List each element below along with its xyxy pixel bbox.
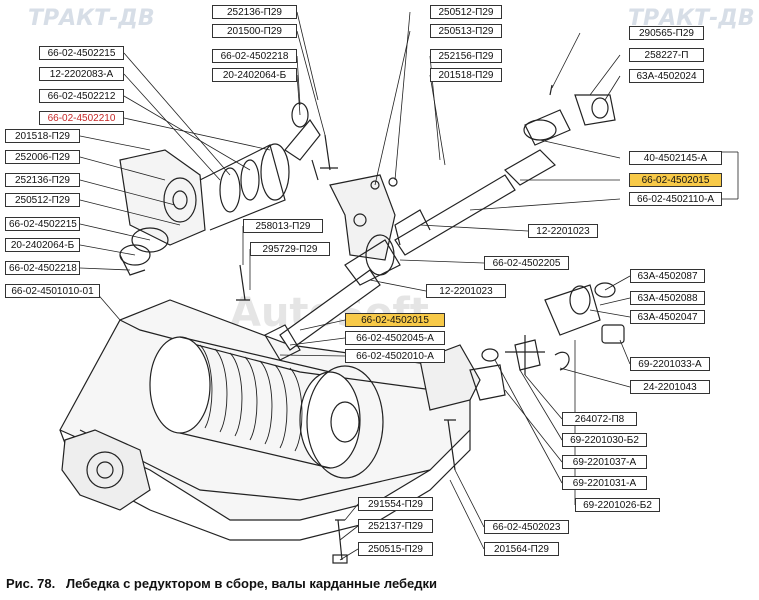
figure-caption: Рис. 78. Лебедка с редуктором в сборе, в…: [6, 576, 437, 591]
callout-201564-p29: 201564-П29: [484, 542, 559, 556]
callout-66-02-4501010-01: 66-02-4501010-01: [5, 284, 100, 298]
callout-264072-p8: 264072-П8: [562, 412, 637, 426]
callout-66-02-4502110-a: 66-02-4502110-А: [629, 192, 722, 206]
callout-69-2201031-a: 69-2201031-А: [562, 476, 647, 490]
callout-66-02-4502218-left: 66-02-4502218: [5, 261, 80, 275]
callout-250515-p29: 250515-П29: [358, 542, 433, 556]
drawing-parts: [59, 84, 625, 564]
callout-250512-p29-top: 250512-П29: [430, 5, 502, 19]
callout-66-02-4502218-top: 66-02-4502218: [212, 49, 297, 63]
callout-252156-p29: 252156-П29: [430, 49, 502, 63]
callout-252137-p29: 252137-П29: [358, 519, 433, 533]
callout-252136-p29-left: 252136-П29: [5, 173, 80, 187]
callout-63a-4502047: 63А-4502047: [630, 310, 705, 324]
callout-66-02-4502215-top: 66-02-4502215: [39, 46, 124, 60]
callout-252136-p29-top: 252136-П29: [212, 5, 297, 19]
callout-66-02-4502015-right: 66-02-4502015: [629, 173, 722, 187]
callout-24-2201043: 24-2201043: [630, 380, 710, 394]
callout-40-4502145-a: 40-4502145-А: [629, 151, 722, 165]
figure-title: Лебедка с редуктором в сборе, валы карда…: [66, 576, 438, 591]
callout-66-02-4502210: 66-02-4502210: [39, 111, 124, 125]
callout-63a-4502087: 63А-4502087: [630, 269, 705, 283]
callout-20-2402064-b-left: 20-2402064-Б: [5, 238, 80, 252]
callout-12-2202083-a: 12-2202083-А: [39, 67, 124, 81]
callout-258013-p29: 258013-П29: [243, 219, 323, 233]
callout-66-02-4502010-a: 66-02-4502010-А: [345, 349, 445, 363]
callout-63a-4502024: 63А-4502024: [629, 69, 704, 83]
callout-12-2201023-top: 12-2201023: [528, 224, 598, 238]
callout-69-2201030-b2: 69-2201030-Б2: [562, 433, 647, 447]
callout-250513-p29: 250513-П29: [430, 24, 502, 38]
callout-66-02-4502212: 66-02-4502212: [39, 89, 124, 103]
callout-66-02-4502023: 66-02-4502023: [484, 520, 569, 534]
callout-290565-p29: 290565-П29: [629, 26, 704, 40]
callout-12-2201023-mid: 12-2201023: [426, 284, 506, 298]
callout-291554-p29: 291554-П29: [358, 497, 433, 511]
callout-66-02-4502205: 66-02-4502205: [484, 256, 569, 270]
callout-66-02-4502045-a: 66-02-4502045-А: [345, 331, 445, 345]
callout-20-2402064-b-top: 20-2402064-Б: [212, 68, 297, 82]
callout-201518-p29-top: 201518-П29: [430, 68, 502, 82]
callout-69-2201037-a: 69-2201037-А: [562, 455, 647, 469]
callout-63a-4502088: 63А-4502088: [630, 291, 705, 305]
callout-69-2201026-b2: 69-2201026-Б2: [575, 498, 660, 512]
callout-250512-p29-left: 250512-П29: [5, 193, 80, 207]
callout-201500-p29: 201500-П29: [212, 24, 297, 38]
callout-66-02-4502215-left: 66-02-4502215: [5, 217, 80, 231]
callout-252006-p29: 252006-П29: [5, 150, 80, 164]
callout-295729-p29: 295729-П29: [250, 242, 330, 256]
callout-69-2201033-a: 69-2201033-А: [630, 357, 710, 371]
callout-258227-p: 258227-П: [629, 48, 704, 62]
callout-201518-p29-left: 201518-П29: [5, 129, 80, 143]
figure-number: Рис. 78.: [6, 576, 56, 591]
callout-66-02-4502015-center: 66-02-4502015: [345, 313, 445, 327]
